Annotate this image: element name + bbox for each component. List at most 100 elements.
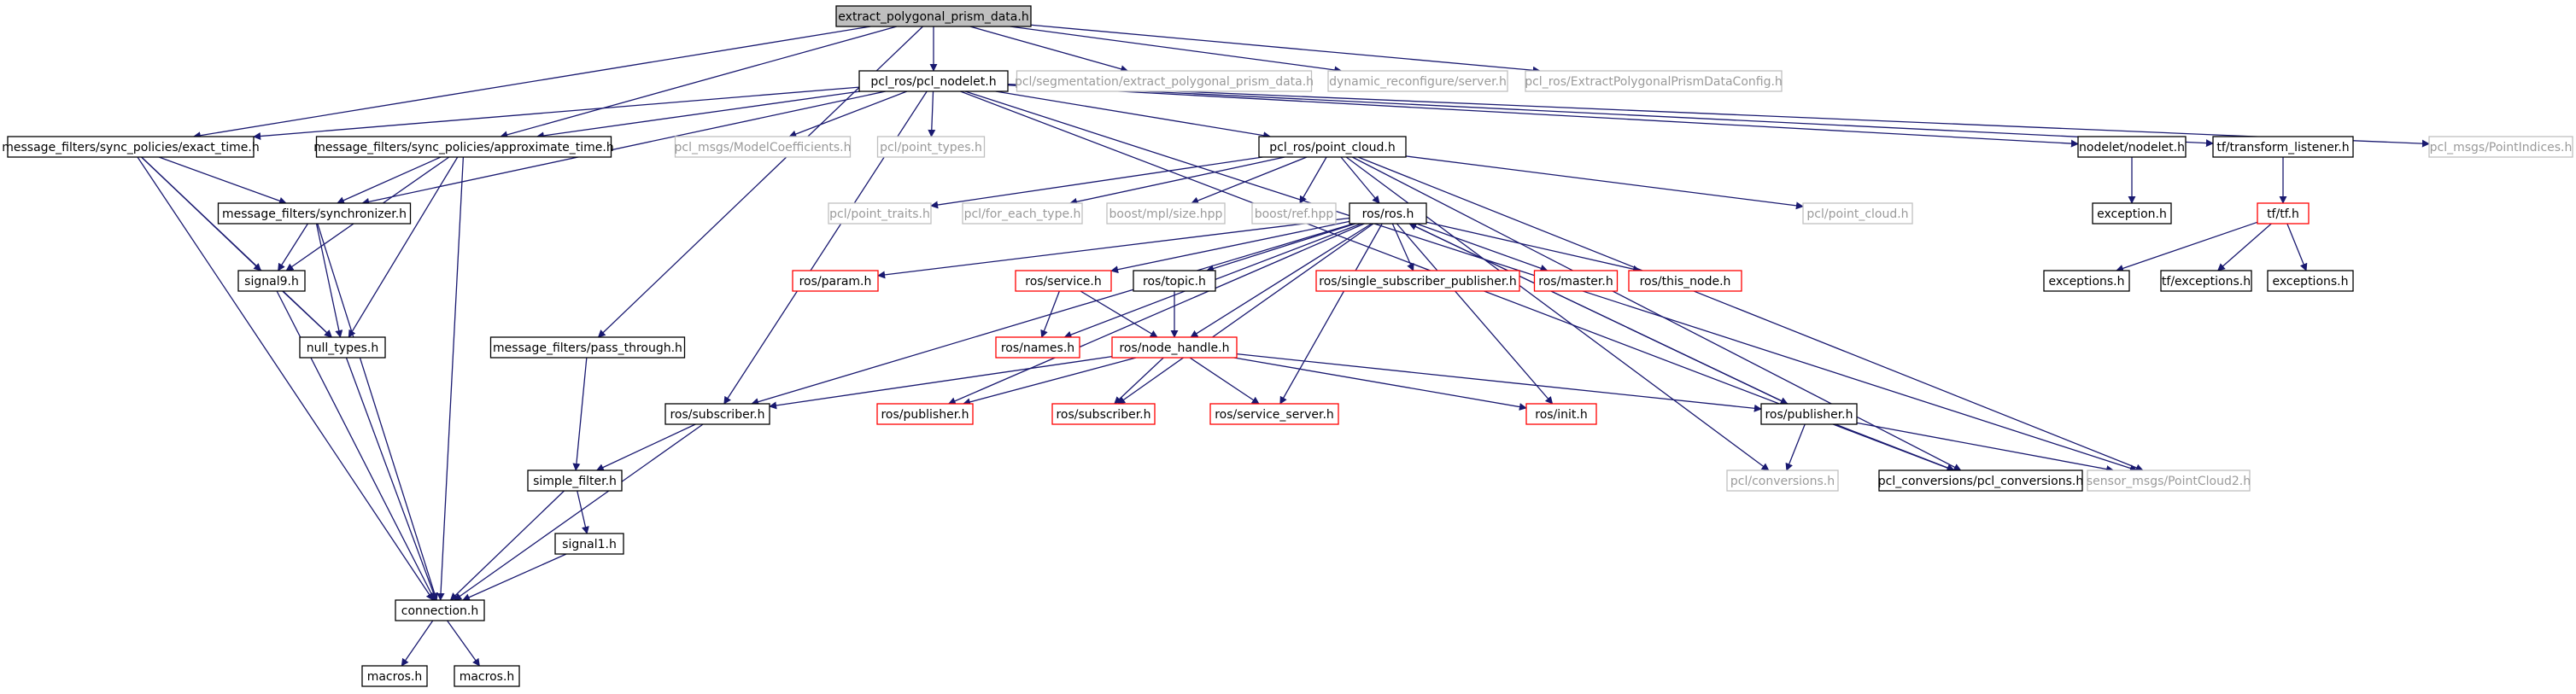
edge-connection-to-macros2 bbox=[447, 620, 480, 667]
node-signal1[interactable]: signal1.h bbox=[554, 533, 624, 555]
node-ros_publisher_r[interactable]: ros/publisher.h bbox=[876, 403, 974, 425]
node-box bbox=[1133, 270, 1216, 292]
edge-ros_h-to-ros_master bbox=[1416, 223, 1549, 272]
node-label: tf/exceptions.h bbox=[2162, 275, 2251, 289]
node-box bbox=[1015, 270, 1112, 292]
node-label: message_filters/sync_policies/exact_time… bbox=[2, 141, 259, 155]
node-tf_tf[interactable]: tf/tf.h bbox=[2257, 202, 2310, 225]
edge-root-to-dyn_server bbox=[1010, 26, 1343, 74]
edge-ros_h-to-ros_param bbox=[877, 217, 1350, 279]
node-label: signal9.h bbox=[244, 275, 299, 289]
node-box bbox=[489, 336, 686, 359]
node-box bbox=[876, 403, 974, 425]
node-box bbox=[1525, 403, 1597, 425]
edge-point_cloud-to-pcl_conversions_b bbox=[1351, 156, 1962, 471]
node-label: tf/tf.h bbox=[2267, 207, 2299, 221]
node-ros_subscriber_b[interactable]: ros/subscriber.h bbox=[664, 403, 770, 425]
node-box bbox=[2077, 136, 2187, 158]
node-signal9[interactable]: signal9.h bbox=[237, 270, 306, 292]
node-box bbox=[962, 202, 1083, 225]
node-single_sub_pub[interactable]: ros/single_subscriber_publisher.h bbox=[1315, 270, 1520, 292]
node-label: pcl_msgs/PointIndices.h bbox=[2430, 141, 2573, 155]
node-exception[interactable]: exception.h bbox=[2092, 202, 2172, 225]
node-label: ros/publisher.h bbox=[881, 408, 969, 422]
node-label: ros/this_node.h bbox=[1640, 275, 1731, 289]
edge-node_handle-to-ros_publisher_b bbox=[1236, 353, 1762, 412]
node-label: simple_filter.h bbox=[533, 475, 617, 488]
edge-pcl_nodelet-to-nodelet bbox=[1007, 85, 2079, 148]
edge-exact_time-to-connection bbox=[137, 156, 434, 601]
node-tf_exceptions[interactable]: tf/exceptions.h bbox=[2160, 270, 2252, 292]
node-label: nodelet/nodelet.h bbox=[2079, 141, 2185, 155]
node-exceptions2[interactable]: exceptions.h bbox=[2267, 270, 2354, 292]
node-for_each_type: pcl/for_each_type.h bbox=[962, 202, 1083, 225]
node-macros1[interactable]: macros.h bbox=[361, 665, 428, 687]
node-root[interactable]: extract_polygonal_prism_data.h bbox=[835, 5, 1032, 27]
node-pcl_nodelet[interactable]: pcl_ros/pcl_nodelet.h bbox=[858, 70, 1009, 92]
node-box bbox=[454, 665, 520, 687]
edge-node_handle-to-ros_init bbox=[1233, 357, 1527, 411]
node-box bbox=[2160, 270, 2252, 292]
node-pass_through[interactable]: message_filters/pass_through.h bbox=[489, 336, 686, 359]
edge-point_cloud-to-pointcloud2 bbox=[1357, 156, 2144, 472]
edge-root-to-exact_time bbox=[192, 26, 871, 140]
node-box bbox=[995, 336, 1080, 359]
node-simple_filter[interactable]: simple_filter.h bbox=[527, 469, 623, 492]
edge-ros_service-to-ros_names bbox=[1040, 290, 1060, 338]
edge-ros_h-to-single_sub_pub bbox=[1391, 223, 1414, 271]
node-box bbox=[527, 469, 623, 492]
node-exact_time[interactable]: message_filters/sync_policies/exact_time… bbox=[2, 136, 260, 158]
node-label: connection.h bbox=[401, 604, 478, 618]
edge-tf_tf-to-exceptions1 bbox=[2116, 221, 2258, 272]
node-ros_service[interactable]: ros/service.h bbox=[1015, 270, 1112, 292]
edge-synchronizer-to-null_types bbox=[315, 223, 343, 338]
edge-ros_h-to-ros_service bbox=[1110, 220, 1350, 274]
node-ros_topic[interactable]: ros/topic.h bbox=[1133, 270, 1216, 292]
node-connection[interactable]: connection.h bbox=[395, 599, 485, 621]
edge-root-to-prism_cfg bbox=[1030, 24, 1541, 74]
node-nodelet[interactable]: nodelet/nodelet.h bbox=[2077, 136, 2187, 158]
node-tf_listener[interactable]: tf/transform_listener.h bbox=[2212, 136, 2354, 158]
node-box bbox=[1878, 469, 2083, 492]
node-approx_time[interactable]: message_filters/sync_policies/approximat… bbox=[313, 136, 614, 158]
node-macros2[interactable]: macros.h bbox=[454, 665, 520, 687]
node-label: message_filters/sync_policies/approximat… bbox=[313, 141, 613, 155]
node-ros_this_node[interactable]: ros/this_node.h bbox=[1628, 270, 1742, 292]
node-label: ros/ros.h bbox=[1362, 207, 1414, 221]
node-box bbox=[1209, 403, 1339, 425]
node-null_types[interactable]: null_types.h bbox=[299, 336, 386, 359]
edge-root-to-approx_time bbox=[500, 26, 898, 139]
node-point_cloud[interactable]: pcl_ros/point_cloud.h bbox=[1258, 136, 1407, 158]
node-label: exceptions.h bbox=[2272, 275, 2348, 289]
node-box bbox=[299, 336, 386, 359]
node-ros_master[interactable]: ros/master.h bbox=[1533, 270, 1619, 292]
edge-tf_tf-to-exceptions2 bbox=[2286, 223, 2308, 271]
node-exceptions1[interactable]: exceptions.h bbox=[2043, 270, 2130, 292]
edge-ros_service-to-node_handle bbox=[1080, 290, 1158, 338]
node-ros_init[interactable]: ros/init.h bbox=[1525, 403, 1597, 425]
node-ros_h[interactable]: ros/ros.h bbox=[1349, 202, 1427, 225]
node-label: pcl/point_traits.h bbox=[829, 207, 930, 221]
node-ros_subscriber_r[interactable]: ros/subscriber.h bbox=[1051, 403, 1156, 425]
node-box bbox=[1016, 70, 1313, 92]
node-box bbox=[1327, 70, 1508, 92]
node-ros_publisher_b[interactable]: ros/publisher.h bbox=[1760, 403, 1858, 425]
node-seg_prism: pcl/segmentation/extract_polygonal_prism… bbox=[1015, 70, 1314, 92]
node-ros_names[interactable]: ros/names.h bbox=[995, 336, 1080, 359]
node-synchronizer[interactable]: message_filters/synchronizer.h bbox=[217, 202, 412, 225]
node-box bbox=[674, 136, 852, 158]
node-box bbox=[2087, 469, 2251, 492]
edge-pcl_nodelet-to-exact_time bbox=[253, 86, 860, 141]
node-label: ros/node_handle.h bbox=[1119, 341, 1229, 355]
node-node_handle[interactable]: ros/node_handle.h bbox=[1111, 336, 1238, 359]
node-label: pcl/segmentation/extract_polygonal_prism… bbox=[1015, 75, 1314, 89]
node-label: boost/ref.hpp bbox=[1255, 207, 1334, 221]
node-box bbox=[2092, 202, 2172, 225]
node-pcl_conversions_b[interactable]: pcl_conversions/pcl_conversions.h bbox=[1878, 469, 2083, 492]
node-ros_param[interactable]: ros/param.h bbox=[792, 270, 879, 292]
node-service_server[interactable]: ros/service_server.h bbox=[1209, 403, 1339, 425]
node-box bbox=[1051, 403, 1156, 425]
edge-synchronizer-to-signal9 bbox=[278, 223, 308, 271]
node-label: ros/service.h bbox=[1025, 275, 1102, 289]
edge-node_handle-to-service_server bbox=[1189, 357, 1260, 405]
